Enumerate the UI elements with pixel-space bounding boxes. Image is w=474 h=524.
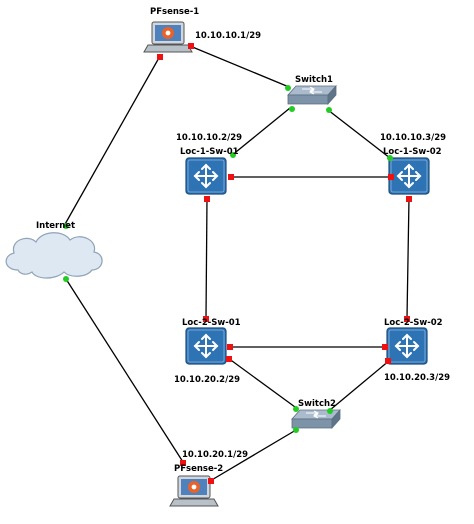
port-indicator [388, 174, 394, 180]
port-indicators-layer [63, 43, 412, 484]
link-switch1-loc1sw01[interactable] [230, 107, 291, 157]
port-indicator [230, 152, 236, 158]
port-indicator [385, 358, 391, 364]
node-label: Loc-2-Sw-02 [384, 318, 443, 328]
node-label: Switch1 [295, 75, 333, 85]
node-label: Loc-2-Sw-01 [182, 318, 241, 328]
port-indicator [188, 43, 194, 49]
links-layer [63, 45, 410, 482]
port-indicator [404, 316, 410, 322]
port-indicator [293, 406, 299, 412]
link-switch1-loc1sw02[interactable] [327, 109, 391, 159]
ip-address-label: 10.10.10.3/29 [380, 133, 446, 143]
port-indicator [387, 155, 393, 161]
router-icon [185, 327, 227, 365]
link-loc1sw02-loc2sw02[interactable] [406, 197, 410, 319]
node-internet[interactable] [5, 232, 103, 279]
ip-address-label: 10.10.20.1/29 [182, 450, 248, 460]
node-pfsense1[interactable] [143, 21, 193, 53]
port-indicator [406, 196, 412, 202]
laptop-icon [143, 21, 193, 53]
node-label: Loc-1-Sw-02 [383, 147, 442, 157]
node-label: PFsense-1 [150, 7, 199, 17]
laptop-icon [169, 475, 219, 507]
node-pfsense2[interactable] [169, 475, 219, 507]
link-switch2-pfsense2[interactable] [209, 429, 297, 482]
node-label: Internet [36, 221, 75, 231]
router-icon [185, 157, 227, 195]
link-pfsense1-internet[interactable] [63, 55, 161, 227]
node-label: PFsense-2 [174, 464, 223, 474]
router-icon [386, 327, 428, 365]
node-loc2sw02[interactable] [386, 327, 428, 365]
port-indicator [204, 196, 210, 202]
node-loc1sw01[interactable] [185, 157, 227, 195]
node-label: Loc-1-Sw-01 [180, 147, 239, 157]
node-switch2[interactable] [291, 408, 341, 430]
port-indicator [63, 276, 69, 282]
switch-icon [287, 84, 337, 106]
port-indicator [157, 54, 163, 60]
port-indicator [326, 107, 332, 113]
port-indicator [226, 356, 232, 362]
router-icon [388, 157, 430, 195]
port-indicator [327, 408, 333, 414]
ip-address-label: 10.10.20.2/29 [174, 375, 240, 385]
port-indicator [289, 106, 295, 112]
port-indicator [285, 85, 291, 91]
port-indicator [63, 223, 69, 229]
link-loc1sw01-loc2sw01[interactable] [205, 197, 208, 319]
cloud-icon [5, 232, 103, 279]
link-loc2sw01-switch2[interactable] [227, 357, 296, 408]
switch-icon [291, 408, 341, 430]
port-indicator [293, 427, 299, 433]
port-indicator [203, 316, 209, 322]
port-indicator [382, 344, 388, 350]
node-loc2sw01[interactable] [185, 327, 227, 365]
port-indicator [180, 460, 186, 466]
port-indicator [208, 478, 214, 484]
ip-address-label: 10.10.20.3/29 [384, 373, 450, 383]
node-loc1sw02[interactable] [388, 157, 430, 195]
node-switch1[interactable] [287, 84, 337, 106]
port-indicator [228, 174, 234, 180]
link-pfsense1-switch1[interactable] [189, 45, 290, 88]
ip-address-label: 10.10.10.2/29 [176, 133, 242, 143]
link-internet-pfsense2[interactable] [65, 278, 184, 463]
link-loc2sw02-switch2[interactable] [329, 359, 391, 411]
port-indicator [227, 344, 233, 350]
ip-address-label: 10.10.10.1/29 [195, 31, 261, 41]
node-label: Switch2 [298, 399, 336, 409]
labels-layer: PFsense-1 10.10.10.1/29 Switch1 10.10.10… [36, 7, 450, 474]
